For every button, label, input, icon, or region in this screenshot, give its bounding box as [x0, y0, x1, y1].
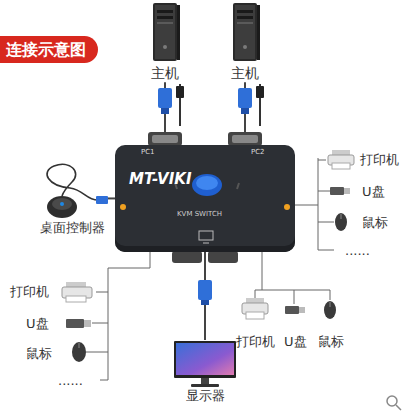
- switch-face-part: [196, 176, 218, 190]
- mouse-icons-part: [72, 342, 86, 362]
- tower-icon-part: [163, 45, 167, 49]
- pc-cables-part: [241, 108, 249, 114]
- mouse-icons-part: [335, 213, 347, 231]
- peripheral-label: 鼠标: [26, 346, 52, 362]
- device-label: 主机: [140, 64, 190, 82]
- peripheral-label: 鼠标: [318, 334, 344, 350]
- pc-cables-part: [176, 86, 184, 98]
- peripheral-wires-part: [86, 252, 150, 380]
- tower-icon-part: [157, 10, 173, 13]
- peripheral-label: U盘: [26, 316, 49, 332]
- pc-cables-part: [238, 88, 252, 108]
- switch-label: PC1: [141, 149, 155, 157]
- more-dots: ......: [58, 373, 83, 389]
- kvm-switch: PC1 PC2MT-VIKI KVM SWITCH: [115, 145, 295, 252]
- pc-cables: [158, 84, 264, 126]
- switch-ports-part: [228, 132, 262, 146]
- device-node: 主机: [220, 2, 270, 82]
- switch-ports-part: [232, 135, 258, 143]
- puck-icon-part: [60, 202, 64, 206]
- printer-icons-part: [246, 312, 264, 319]
- device-label: 主机: [220, 64, 270, 82]
- mouse-icons-part: [79, 343, 80, 348]
- switch-face-part: [199, 231, 213, 240]
- usb-icons-part: [66, 319, 84, 328]
- more-dots: ......: [345, 243, 370, 259]
- device-node: 桌面控制器: [36, 160, 108, 237]
- switch-face-part: [120, 204, 126, 210]
- title-badge: 连接示意图: [0, 36, 98, 63]
- device-label: 显示器: [160, 388, 250, 405]
- peripheral-wires-part: [295, 158, 334, 250]
- tower-icon-part: [233, 3, 257, 61]
- monitor-icon-part: [201, 378, 209, 384]
- puck-icon: [36, 160, 108, 220]
- peripheral-wires-part: [255, 252, 330, 304]
- switch-ports-part: [208, 251, 238, 263]
- switch-label: PC2: [251, 149, 265, 157]
- printer-icons-part: [332, 163, 350, 169]
- cable: [108, 197, 115, 199]
- tower-icon-part: [235, 5, 255, 59]
- peripheral-label: 打印机: [360, 152, 399, 168]
- monitor-icon-part: [174, 341, 236, 378]
- monitor-cable-plug: [198, 280, 212, 305]
- search-icon-part: [396, 405, 401, 410]
- tower-icon-part: [243, 45, 247, 49]
- puck-icon-part: [96, 196, 108, 204]
- peripheral-label: 鼠标: [362, 215, 388, 231]
- puck-icon-part: [47, 196, 77, 218]
- device-label: 桌面控制器: [36, 220, 108, 237]
- tower-icon-part: [153, 3, 177, 61]
- mouse-icons-part: [330, 302, 331, 307]
- tower-icon-part: [237, 16, 253, 19]
- switch-face-part: [192, 174, 222, 196]
- switch-label: MT-VIKI: [129, 171, 191, 188]
- tower-icon-part: [177, 5, 180, 60]
- switch-label: KVM SWITCH: [177, 211, 222, 219]
- search-icon: [387, 396, 401, 410]
- tower-icon-part: [237, 22, 253, 24]
- device-node: 主机: [140, 2, 190, 82]
- switch-ports-part: [172, 251, 202, 263]
- switch-ports-part: [148, 132, 182, 146]
- switch-face-part: [203, 243, 209, 244]
- mouse-icons-part: [324, 301, 336, 319]
- pc-cables-part: [161, 108, 169, 114]
- mouse-icons-part: [341, 214, 342, 219]
- usb-icons-part: [330, 187, 344, 195]
- switch-face-part: [284, 204, 290, 210]
- peripheral-label: U盘: [362, 184, 385, 200]
- usb-icons-part: [299, 307, 305, 313]
- usb-icons-part: [84, 320, 91, 327]
- usb-icons-part: [344, 188, 350, 194]
- peripheral-label: 打印机: [236, 334, 275, 350]
- monitor-icon-part: [191, 384, 219, 387]
- tower-icon-part: [237, 10, 253, 13]
- switch-face: [115, 145, 295, 252]
- tower-icon-part: [157, 22, 173, 24]
- peripheral-label: 打印机: [10, 284, 49, 300]
- tower-icon: [220, 2, 270, 64]
- tower-icon: [140, 2, 190, 64]
- pc-cables-part: [158, 88, 172, 108]
- tower-icon-part: [155, 5, 175, 59]
- peripheral-label: U盘: [284, 334, 307, 350]
- device-node: 显示器: [160, 340, 250, 405]
- pc-cables-part: [256, 86, 264, 98]
- printer-icons-part: [66, 296, 86, 302]
- usb-icons-part: [285, 306, 299, 314]
- search-icon-part: [387, 396, 397, 406]
- monitor-cable-plug-part: [201, 300, 209, 305]
- switch-ports-part: [152, 135, 178, 143]
- monitor-cable-plug-part: [198, 280, 212, 300]
- puck-icon-part: [47, 164, 98, 200]
- tower-icon-part: [157, 16, 173, 19]
- puck-icon-part: [52, 198, 72, 210]
- monitor-icon-part: [176, 343, 234, 375]
- tower-icon-part: [257, 5, 260, 60]
